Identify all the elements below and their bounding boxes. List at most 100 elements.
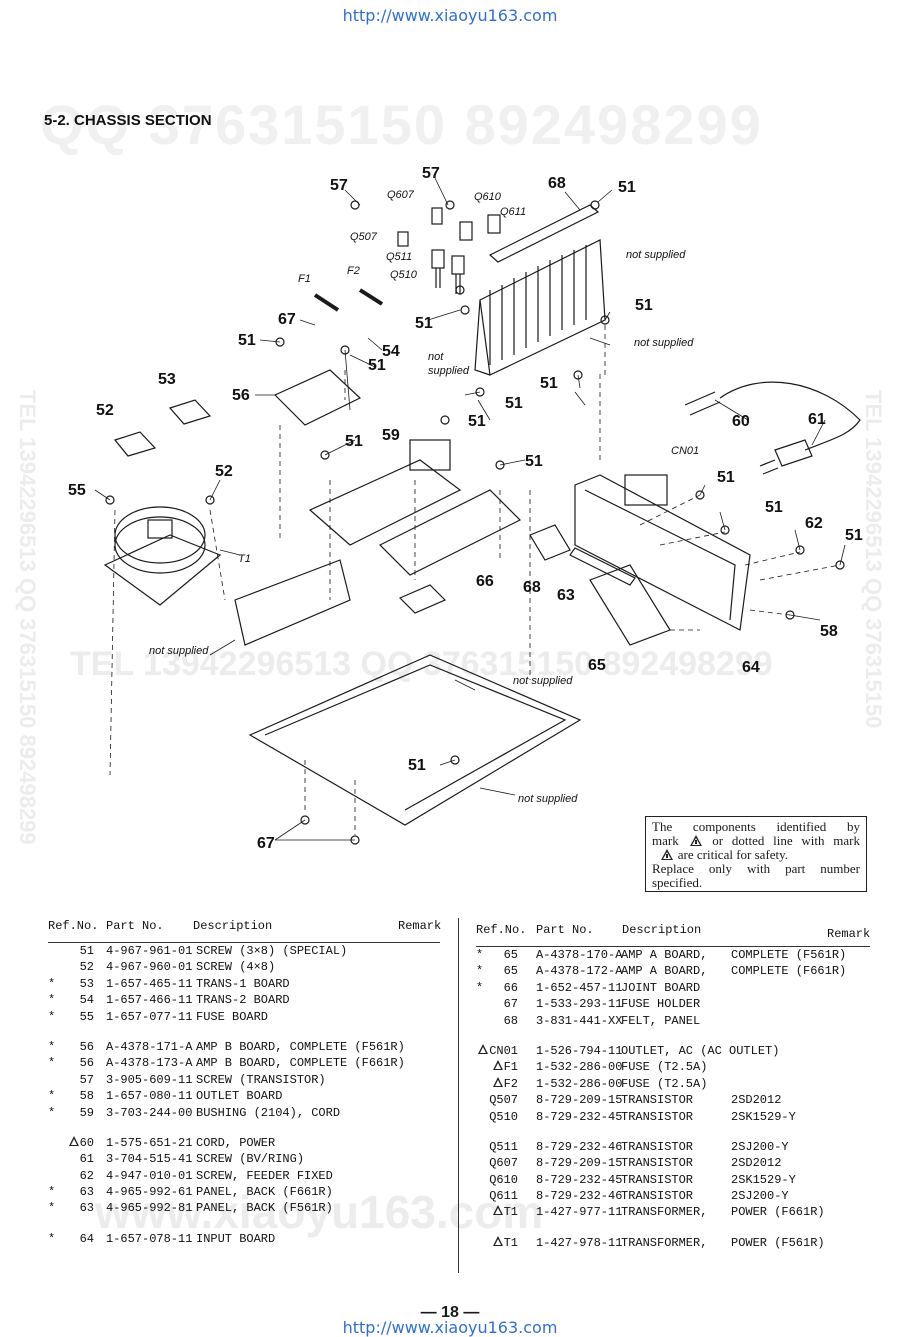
part-number: 1-652-457-11 — [536, 980, 623, 995]
joint-board — [398, 584, 447, 614]
part-description: TRANSISTOR — [621, 1109, 694, 1124]
part-number: 4-965-992-81 — [106, 1201, 193, 1216]
ref-number-text: Q607 — [489, 1156, 518, 1171]
part-number: 3-704-515-41 — [106, 1152, 193, 1167]
callout-60: 61 — [808, 411, 826, 428]
not-supplied-side: not supplied — [149, 645, 209, 657]
side-bracket — [234, 559, 351, 646]
callout-51-mid: 51 — [368, 357, 386, 374]
part-number: 3-831-441-XX — [536, 1013, 623, 1028]
table-divider — [458, 918, 459, 1273]
ref-number-text: 64 — [79, 1231, 94, 1246]
new-part-mark: * — [476, 948, 484, 962]
part-description: AMP A BOARD, — [621, 948, 708, 962]
ref-number: 63 — [60, 1184, 94, 1200]
ref-number: 65 — [478, 963, 518, 979]
ref-number-text: Q611 — [489, 1189, 518, 1204]
section-title: 5-2. CHASSIS SECTION — [44, 112, 212, 129]
ref-number: Q610 — [478, 1172, 518, 1188]
ref-number: Q607 — [478, 1155, 518, 1171]
ref-number: 55 — [60, 1009, 94, 1025]
ref-number-text: 53 — [79, 976, 94, 991]
new-part-mark: * — [48, 1009, 56, 1024]
ref-number-text: 57 — [79, 1072, 94, 1087]
part-description: INPUT BOARD — [196, 1231, 276, 1246]
part-description: FUSE HOLDER — [621, 997, 701, 1012]
warning-icon — [492, 1235, 503, 1246]
part-description: JOINT BOARD — [621, 980, 701, 995]
ref-number: 51 — [60, 943, 94, 959]
part-number: A-4378-170-A — [536, 948, 623, 962]
page-number: — 18 — — [420, 1304, 480, 1321]
part-description: PANEL, BACK (F561R) — [196, 1201, 333, 1216]
new-part-mark: * — [48, 976, 56, 991]
ref-number-text: 60 — [79, 1135, 94, 1150]
ref-number-text: 59 — [79, 1105, 94, 1120]
group-gap — [48, 1121, 440, 1135]
notice-line-2: mark or dotted line with mark — [652, 833, 861, 848]
ref-cn01: CN01 — [671, 445, 699, 457]
group-gap — [48, 1217, 440, 1231]
callout-64: 65 — [588, 657, 606, 674]
ref-number-text: 54 — [79, 993, 94, 1008]
ref-number: 54 — [60, 992, 94, 1008]
ref-number: CN01 — [478, 1043, 518, 1059]
ref-number-text: 55 — [79, 1009, 94, 1024]
ref-number: 57 — [60, 1072, 94, 1088]
callout-51-panel: 51 — [765, 499, 783, 516]
ref-t1: T1 — [238, 553, 251, 565]
table-header: Ref.No. Part No. Description Remark — [48, 918, 441, 943]
new-part-mark: * — [48, 993, 56, 1008]
header-part: Part No. — [536, 923, 594, 937]
ref-number: F2 — [478, 1076, 518, 1092]
part-description: SCREW, FEEDER FIXED — [196, 1168, 333, 1183]
amp-b-connector — [409, 439, 451, 471]
part-description: SCREW (3×8) (SPECIAL) — [196, 944, 348, 958]
part-description: AMP B BOARD, COMPLETE (F661R) — [196, 1056, 405, 1071]
callout-51-lower: 51 — [505, 395, 523, 412]
ref-number: Q510 — [478, 1109, 518, 1125]
ref-number-text: Q510 — [489, 1109, 518, 1124]
part-description: AMP A BOARD, — [621, 964, 708, 979]
power-cord — [719, 381, 861, 451]
felt-strip-side — [569, 547, 636, 586]
new-part-mark: * — [476, 964, 484, 979]
ref-number-text: 65 — [503, 948, 518, 962]
part-number: 1-657-080-11 — [106, 1089, 193, 1104]
header-description: Description — [193, 919, 273, 933]
fuse-board — [273, 369, 362, 426]
part-number: 1-427-977-11 — [536, 1205, 623, 1220]
part-description: OUTLET, AC (AC OUTLET) — [621, 1043, 780, 1058]
notice-line-4: Replace only with part number — [652, 861, 860, 876]
transformer — [103, 506, 222, 606]
part-description: SCREW (4×8) — [196, 960, 276, 975]
trans-2-board — [168, 399, 212, 425]
table-header: Ref.No. Part No. Description Remark — [476, 922, 870, 947]
part-number: A-4378-172-A — [536, 964, 623, 979]
part-description-detail: 2SJ200-Y — [731, 1139, 789, 1154]
part-number: 8-729-232-46 — [536, 1189, 623, 1204]
callout-52a: 52 — [215, 463, 233, 480]
power-plug — [774, 439, 813, 467]
source-url-top[interactable]: http://www.xiaoyu163.com — [342, 6, 558, 25]
notice-line-5: specified. — [652, 875, 703, 890]
part-description-detail: POWER (F661R) — [731, 1205, 825, 1220]
part-number: 1-657-466-11 — [106, 993, 193, 1008]
source-url-bottom[interactable]: http://www.xiaoyu163.com — [342, 1318, 558, 1337]
new-part-mark: * — [48, 1231, 56, 1246]
part-number: 1-575-651-21 — [106, 1135, 193, 1150]
not-supplied-split-2: supplied — [428, 365, 470, 377]
ref-q607: Q607 — [387, 189, 415, 201]
part-description-detail: 2SD2012 — [731, 1093, 782, 1108]
